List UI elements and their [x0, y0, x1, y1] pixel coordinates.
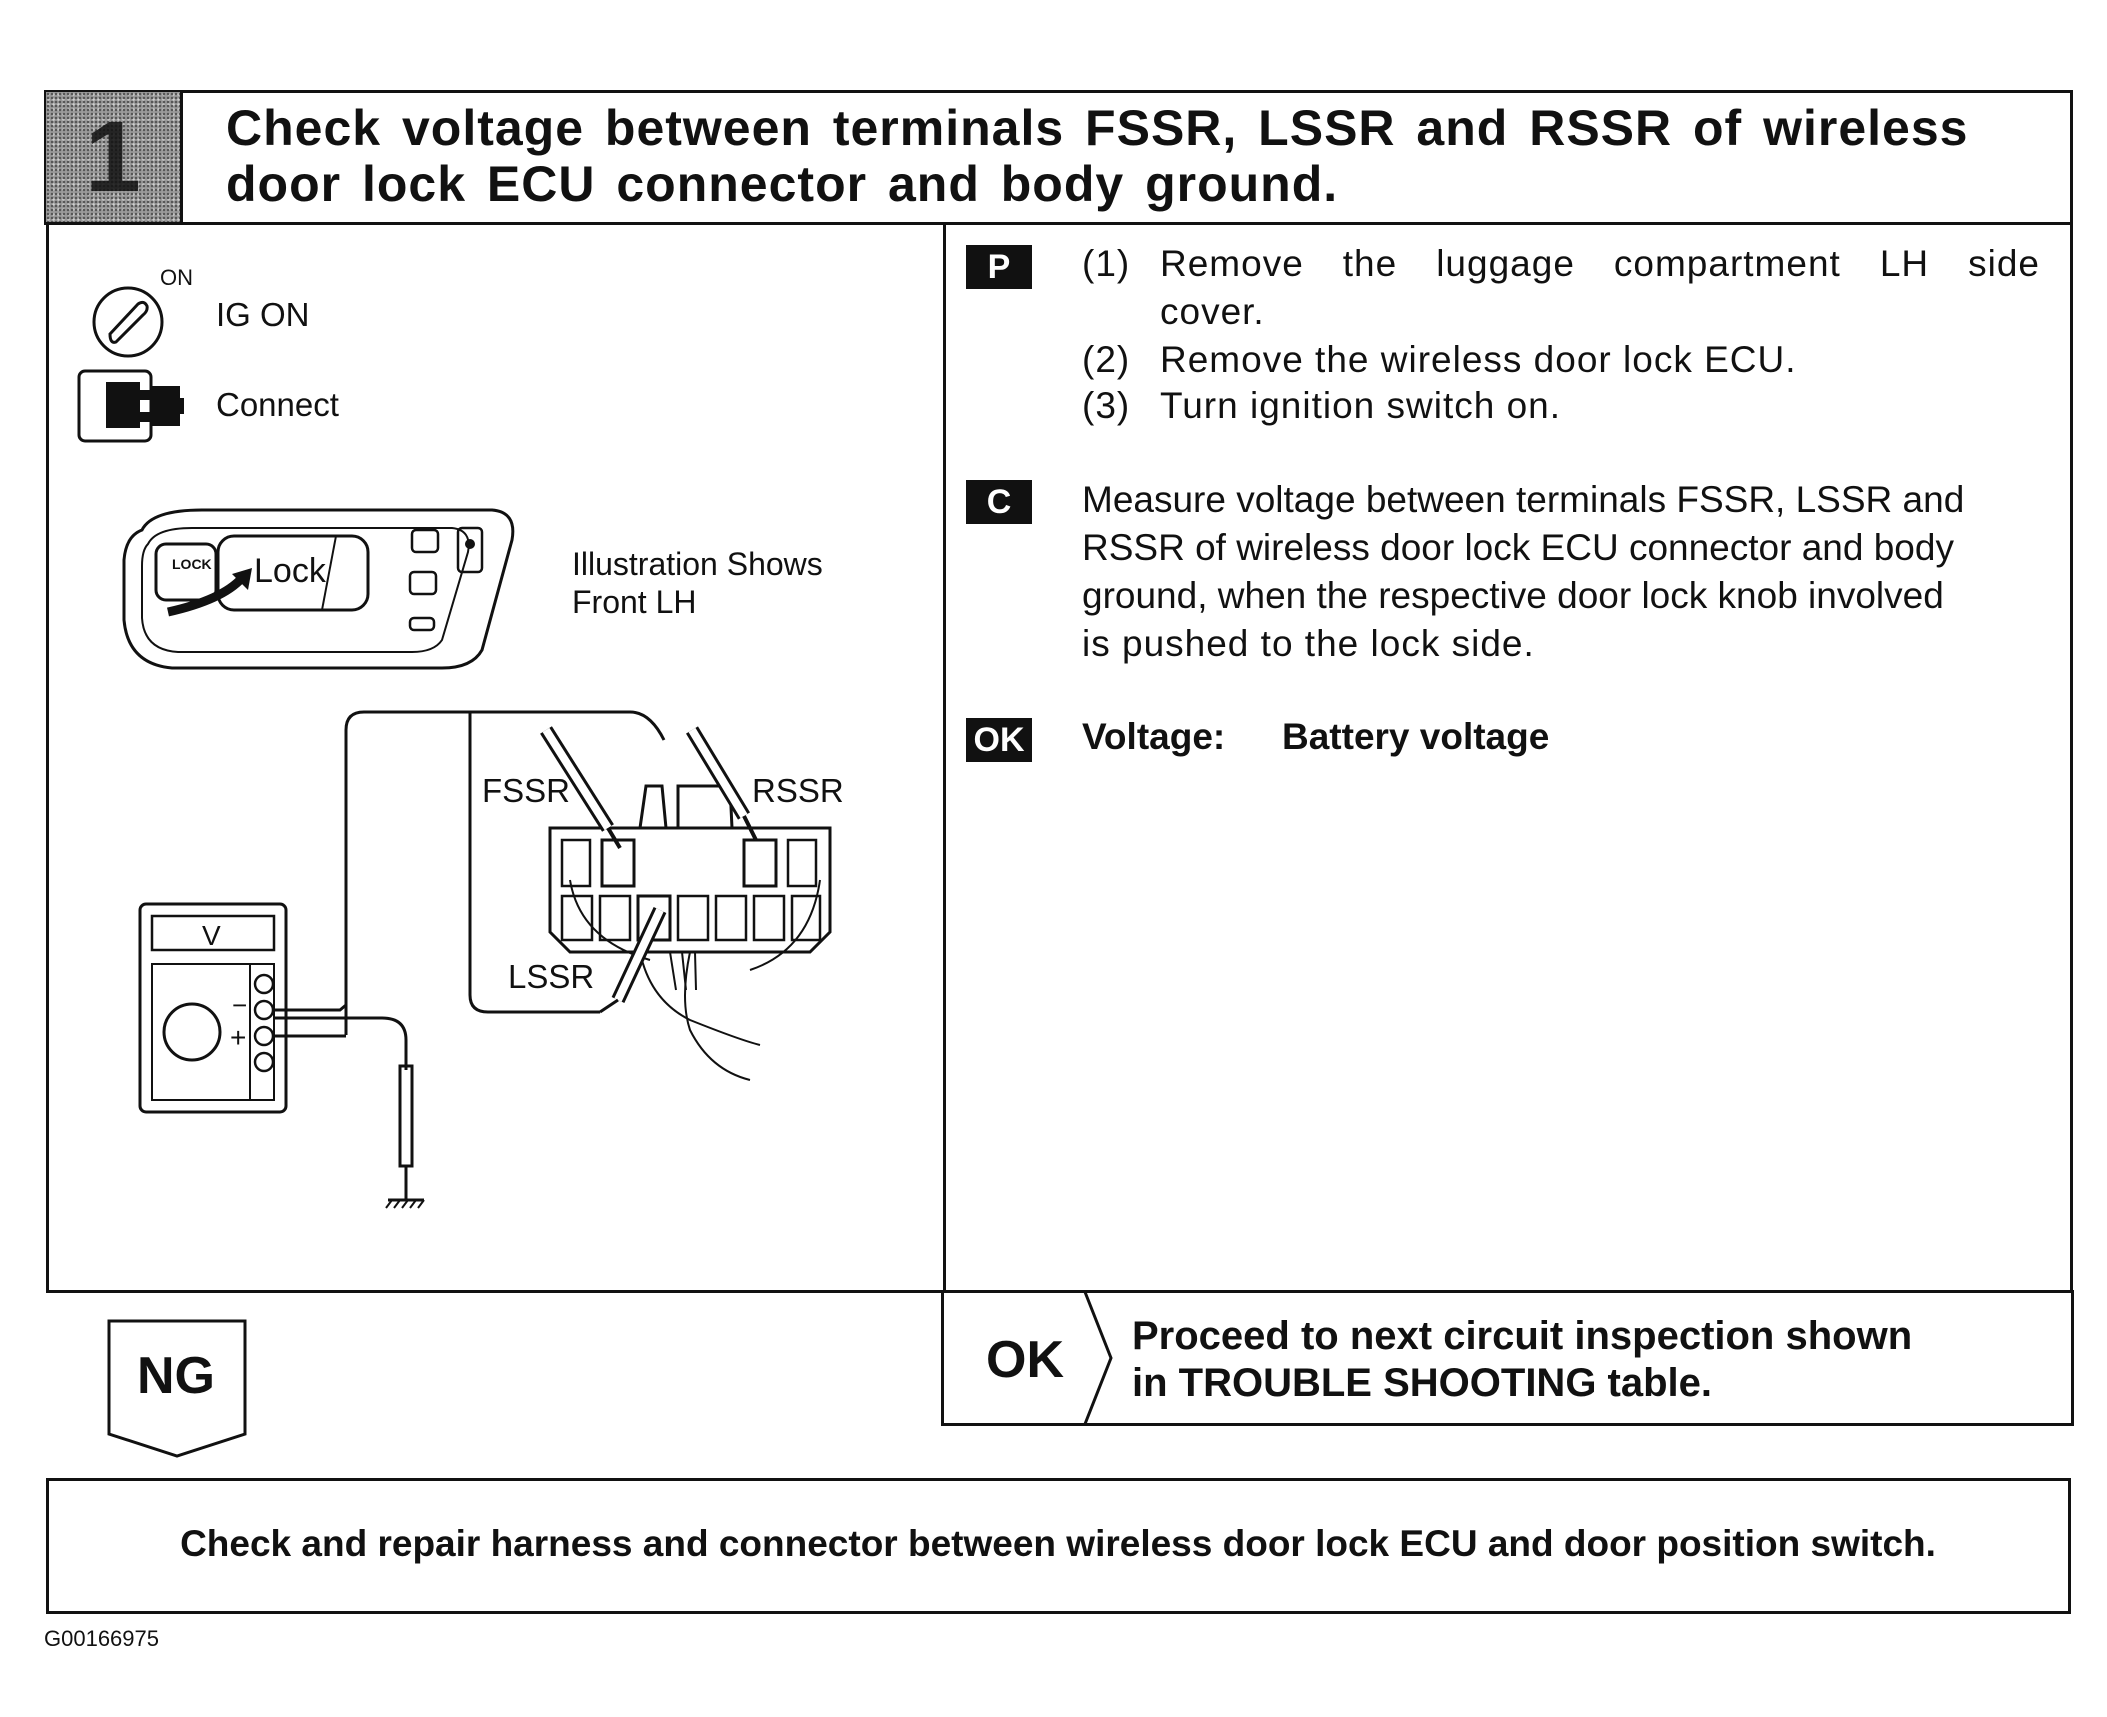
step-number-cell	[46, 92, 183, 222]
meter-minus-label: −	[232, 990, 248, 1020]
spec-label: Voltage:	[1082, 716, 1226, 757]
step-title: Check voltage between terminals FSSR, LS…	[226, 100, 1969, 212]
prep-step-1-line2: cover.	[1160, 291, 1265, 332]
door-lock-handle-illustration	[122, 508, 515, 670]
ng-label: NG	[137, 1347, 215, 1405]
prep-step-2-line1: Remove the wireless door lock ECU.	[1160, 339, 1797, 380]
prep-step-3-number: (3)	[1082, 385, 1131, 426]
ng-action-text: Check and repair harness and connector b…	[180, 1523, 1936, 1564]
connect-label: Connect	[216, 386, 339, 423]
illustration-note-line2: Front LH	[572, 584, 697, 620]
check-tag: C	[966, 480, 1032, 524]
lock-small-label: LOCK	[172, 556, 212, 572]
ok-result-text: Proceed to next circuit inspection shown…	[1132, 1313, 2002, 1407]
prep-step-1-number: (1)	[1082, 243, 1131, 284]
check-line-3: ground, when the respective door lock kn…	[1082, 575, 1944, 616]
connector-icon	[77, 369, 184, 443]
meter-label: V	[202, 920, 221, 951]
ig-on-superscript: ON	[160, 265, 193, 290]
step-number: 1	[85, 101, 141, 213]
check-line-2: RSSR of wireless door lock ECU connector…	[1082, 527, 1954, 568]
ok-label: OK	[986, 1331, 1064, 1389]
prep-step-1-line1: Remove the luggage compartment LH side	[1160, 243, 2040, 284]
check-line-4: is pushed to the lock side.	[1082, 623, 1535, 664]
check-line-1: Measure voltage between terminals FSSR, …	[1082, 479, 1965, 520]
meter-plus-label: +	[230, 1022, 247, 1053]
prep-step-2-number: (2)	[1082, 339, 1131, 380]
ok-result-line2: in TROUBLE SHOOTING table.	[1132, 1361, 1713, 1405]
ng-result-arrow	[107, 1319, 247, 1458]
preparation-tag: P	[966, 245, 1032, 289]
prep-step-3-line1: Turn ignition switch on.	[1160, 385, 1562, 426]
lock-label: Lock	[254, 552, 326, 590]
ignition-key-icon	[92, 286, 164, 358]
spec-value: Battery voltage	[1282, 716, 1550, 757]
ok-spec-tag: OK	[966, 718, 1032, 762]
lssr-label: LSSR	[508, 958, 595, 995]
illustration-note-line1: Illustration Shows	[572, 546, 823, 582]
fssr-label: FSSR	[482, 772, 571, 809]
ig-on-label: IG ON	[216, 296, 310, 333]
ok-result-box	[941, 1290, 2074, 1426]
ng-action-box	[46, 1478, 2071, 1614]
rssr-label: RSSR	[752, 772, 844, 809]
ok-result-line1: Proceed to next circuit inspection shown	[1132, 1314, 1913, 1358]
voltage-measurement-illustration	[138, 710, 832, 1209]
figure-id: G00166975	[44, 1626, 159, 1651]
